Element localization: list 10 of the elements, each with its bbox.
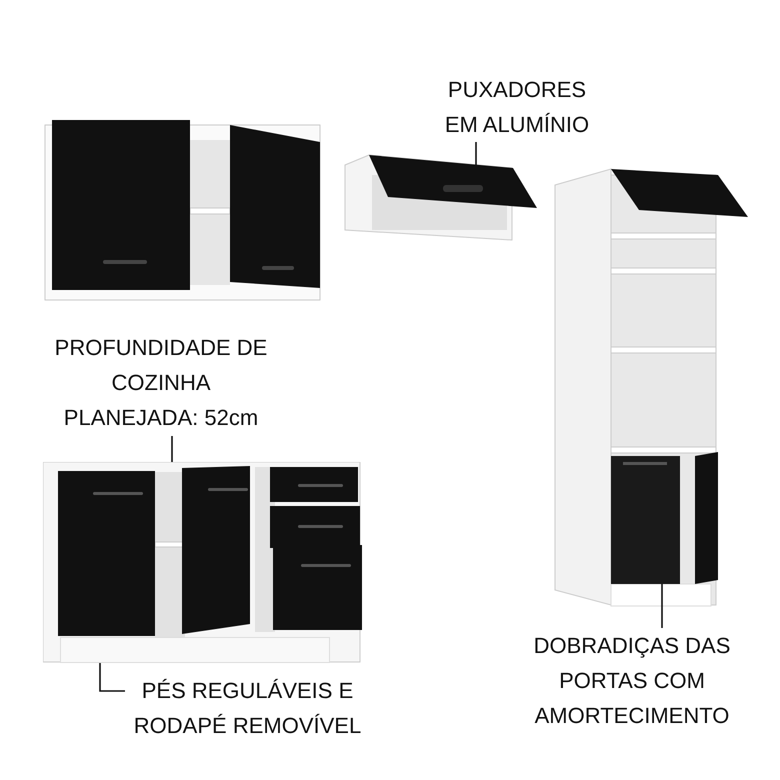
leader-line xyxy=(661,584,663,628)
callout-label: PROFUNDIDADE DE COZINHA PLANEJADA: 52cm xyxy=(45,330,277,436)
plinth xyxy=(60,637,330,663)
callout-label: PUXADORES EM ALUMÍNIO xyxy=(432,72,602,142)
handle xyxy=(443,185,483,192)
leader-line xyxy=(99,663,125,692)
cabinet-door xyxy=(611,456,680,584)
callout-label: PÉS REGULÁVEIS E RODAPÉ REMOVÍVEL xyxy=(125,673,370,743)
callout-label: DOBRADIÇAS DAS PORTAS COM AMORTECIMENTO xyxy=(512,628,752,734)
leader-line xyxy=(171,436,173,462)
